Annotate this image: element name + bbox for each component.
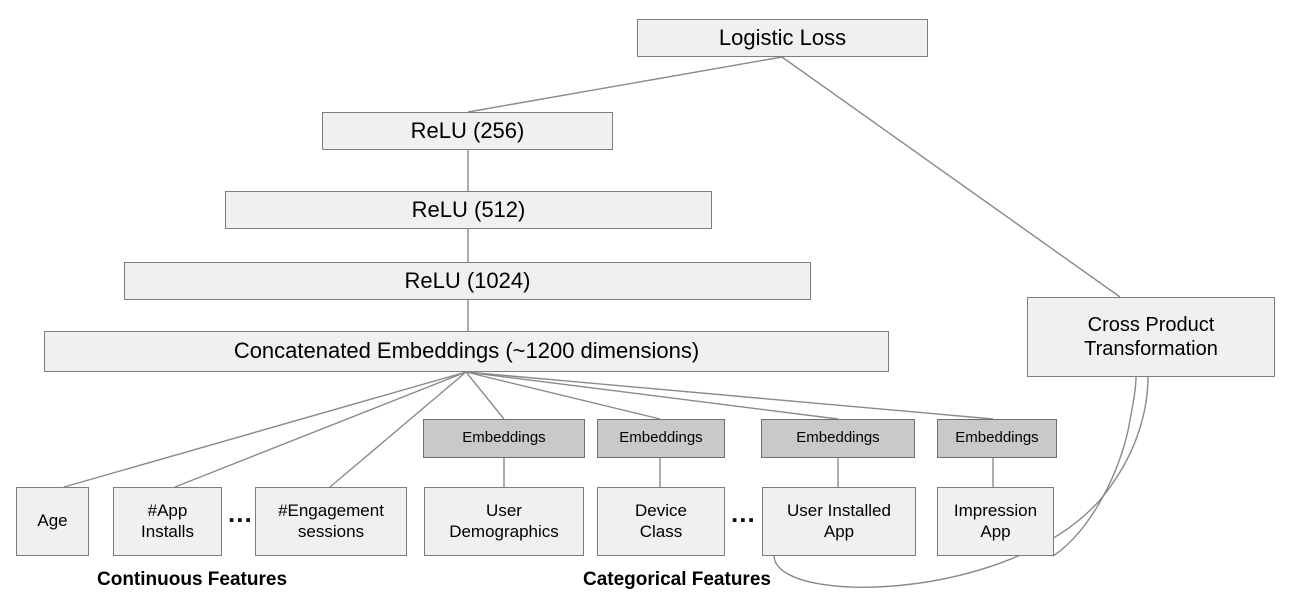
- node-embeddings-2-label: Embeddings: [619, 429, 703, 447]
- node-feature-user-demographics[interactable]: User Demographics: [424, 487, 584, 556]
- node-feature-impression-app-line2: App: [980, 521, 1011, 541]
- group-label-categorical-features: Categorical Features: [583, 569, 771, 590]
- edge-loss-to-relu256: [467, 56, 783, 113]
- node-embeddings-4[interactable]: Embeddings: [937, 419, 1057, 458]
- node-feature-impression-app[interactable]: Impression App: [937, 487, 1054, 556]
- node-relu-256-label: ReLU (256): [410, 117, 525, 143]
- node-feature-impression-app-line1: Impression: [953, 500, 1038, 520]
- node-concatenated-embeddings-label: Concatenated Embeddings (~1200 dimension…: [233, 338, 700, 364]
- ellipsis-categorical-features: ...: [731, 498, 756, 528]
- edge-concat-to-embeddings-4: [465, 371, 994, 420]
- node-feature-device-class-line1: Device: [635, 500, 687, 520]
- node-relu-256[interactable]: ReLU (256): [322, 112, 613, 150]
- node-feature-app-installs-line2: Installs: [141, 521, 194, 541]
- node-embeddings-4-label: Embeddings: [955, 429, 1039, 447]
- node-feature-device-class-line2: Class: [639, 521, 683, 541]
- node-feature-engagement-sessions[interactable]: #Engagement sessions: [255, 487, 407, 556]
- node-embeddings-1[interactable]: Embeddings: [423, 419, 585, 458]
- node-logistic-loss[interactable]: Logistic Loss: [637, 19, 928, 57]
- node-feature-user-demographics-line1: User: [486, 500, 522, 520]
- node-embeddings-1-label: Embeddings: [462, 429, 546, 447]
- node-feature-device-class[interactable]: Device Class: [597, 487, 725, 556]
- node-cross-product-line2: Transformation: [1084, 338, 1218, 360]
- node-cross-product-transformation[interactable]: Cross Product Transformation: [1027, 297, 1275, 377]
- node-feature-age[interactable]: Age: [16, 487, 89, 556]
- edge-concat-to-embeddings-3: [465, 371, 839, 420]
- node-feature-user-installed-app[interactable]: User Installed App: [762, 487, 916, 556]
- node-embeddings-2[interactable]: Embeddings: [597, 419, 725, 458]
- node-feature-engagement-sessions-line1: #Engagement: [278, 500, 384, 520]
- node-feature-app-installs[interactable]: #App Installs: [113, 487, 222, 556]
- node-cross-product-line1: Cross Product: [1087, 313, 1215, 336]
- edge-concat-to-embeddings-2: [465, 371, 661, 420]
- node-relu-512-label: ReLU (512): [411, 196, 526, 222]
- node-embeddings-3[interactable]: Embeddings: [761, 419, 915, 458]
- edge-concat-to-embeddings-1: [465, 371, 505, 420]
- node-logistic-loss-label: Logistic Loss: [718, 24, 847, 50]
- node-feature-age-label: Age: [37, 511, 68, 531]
- node-relu-1024-label: ReLU (1024): [404, 267, 531, 293]
- edge-loss-to-cross-product: [781, 56, 1121, 298]
- node-feature-user-demographics-line2: Demographics: [449, 521, 559, 541]
- group-label-continuous-features: Continuous Features: [97, 569, 288, 590]
- node-embeddings-3-label: Embeddings: [796, 429, 880, 447]
- node-feature-app-installs-line1: #App: [147, 500, 188, 520]
- edge-concat-to-age: [63, 371, 467, 488]
- node-feature-user-installed-app-line2: App: [823, 521, 855, 541]
- ellipsis-continuous-features: ...: [228, 498, 253, 528]
- node-feature-user-installed-app-line1: User Installed: [787, 500, 891, 520]
- node-relu-512[interactable]: ReLU (512): [225, 191, 712, 229]
- edge-impression-app-to-cross-product: [1052, 376, 1137, 557]
- node-concatenated-embeddings[interactable]: Concatenated Embeddings (~1200 dimension…: [44, 331, 889, 372]
- node-relu-1024[interactable]: ReLU (1024): [124, 262, 811, 300]
- node-feature-engagement-sessions-line2: sessions: [297, 521, 365, 541]
